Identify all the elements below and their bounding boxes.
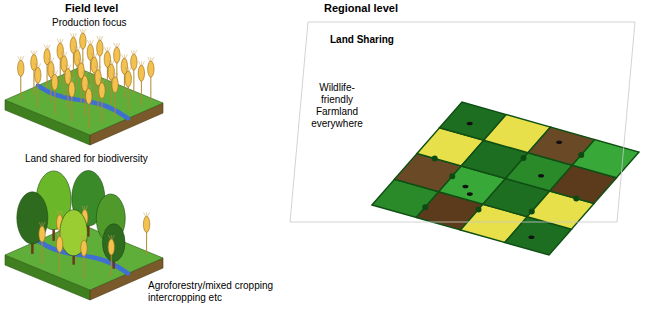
region-note: Wildlife-friendly Farmland everywhere (306, 82, 368, 130)
panel-label: Production focus (52, 17, 127, 29)
wheat-stalk (56, 232, 62, 274)
region-panel: Land SharingWildlife-friendly Farmland e… (290, 22, 635, 222)
agroforestry-field (5, 171, 163, 300)
tree (103, 224, 126, 269)
hedgerow-tree (573, 196, 579, 202)
farm-plot (572, 140, 639, 178)
wheat-stalk (86, 84, 92, 128)
regional-landscape (372, 102, 639, 255)
wheat-stalk (148, 57, 154, 101)
livestock (556, 141, 562, 145)
hedgerow-tree (521, 155, 527, 161)
panel-caption: Agroforestry/mixed cropping intercroppin… (148, 280, 298, 304)
region-heading: Land Sharing (330, 34, 394, 46)
tree (17, 192, 48, 254)
tree (60, 210, 88, 265)
hedgerow-tree (476, 206, 482, 212)
wheat-stalk (143, 212, 149, 254)
wheat-stalk (108, 235, 114, 277)
hedgerow-tree (529, 209, 535, 215)
livestock (528, 235, 534, 239)
column-heading: Field level (65, 2, 118, 14)
panel-border (290, 22, 635, 222)
column-heading: Regional level (324, 2, 398, 14)
hedgerow-tree (578, 152, 584, 158)
wheat-stalk (125, 67, 131, 111)
hedgerow-tree (449, 173, 455, 179)
livestock (462, 185, 468, 189)
wheat-stalk (81, 236, 87, 278)
livestock (467, 122, 473, 126)
wheat-stalk (131, 50, 137, 94)
hedgerow-tree (422, 204, 428, 210)
wheat-stalk (138, 61, 144, 105)
wheat-stalk (112, 73, 118, 117)
hedgerow-tree (432, 156, 438, 162)
wheat-stalk (99, 79, 105, 123)
livestock (538, 174, 544, 178)
livestock (467, 192, 473, 196)
wheat-stalk (18, 56, 24, 100)
panel-label: Land shared for biodiversity (25, 153, 148, 165)
wheat-stalk (69, 77, 75, 121)
wheat-stalk (35, 63, 41, 107)
production-field (5, 29, 163, 145)
wheat-stalk (39, 222, 45, 264)
wheat-stalk (52, 70, 58, 114)
